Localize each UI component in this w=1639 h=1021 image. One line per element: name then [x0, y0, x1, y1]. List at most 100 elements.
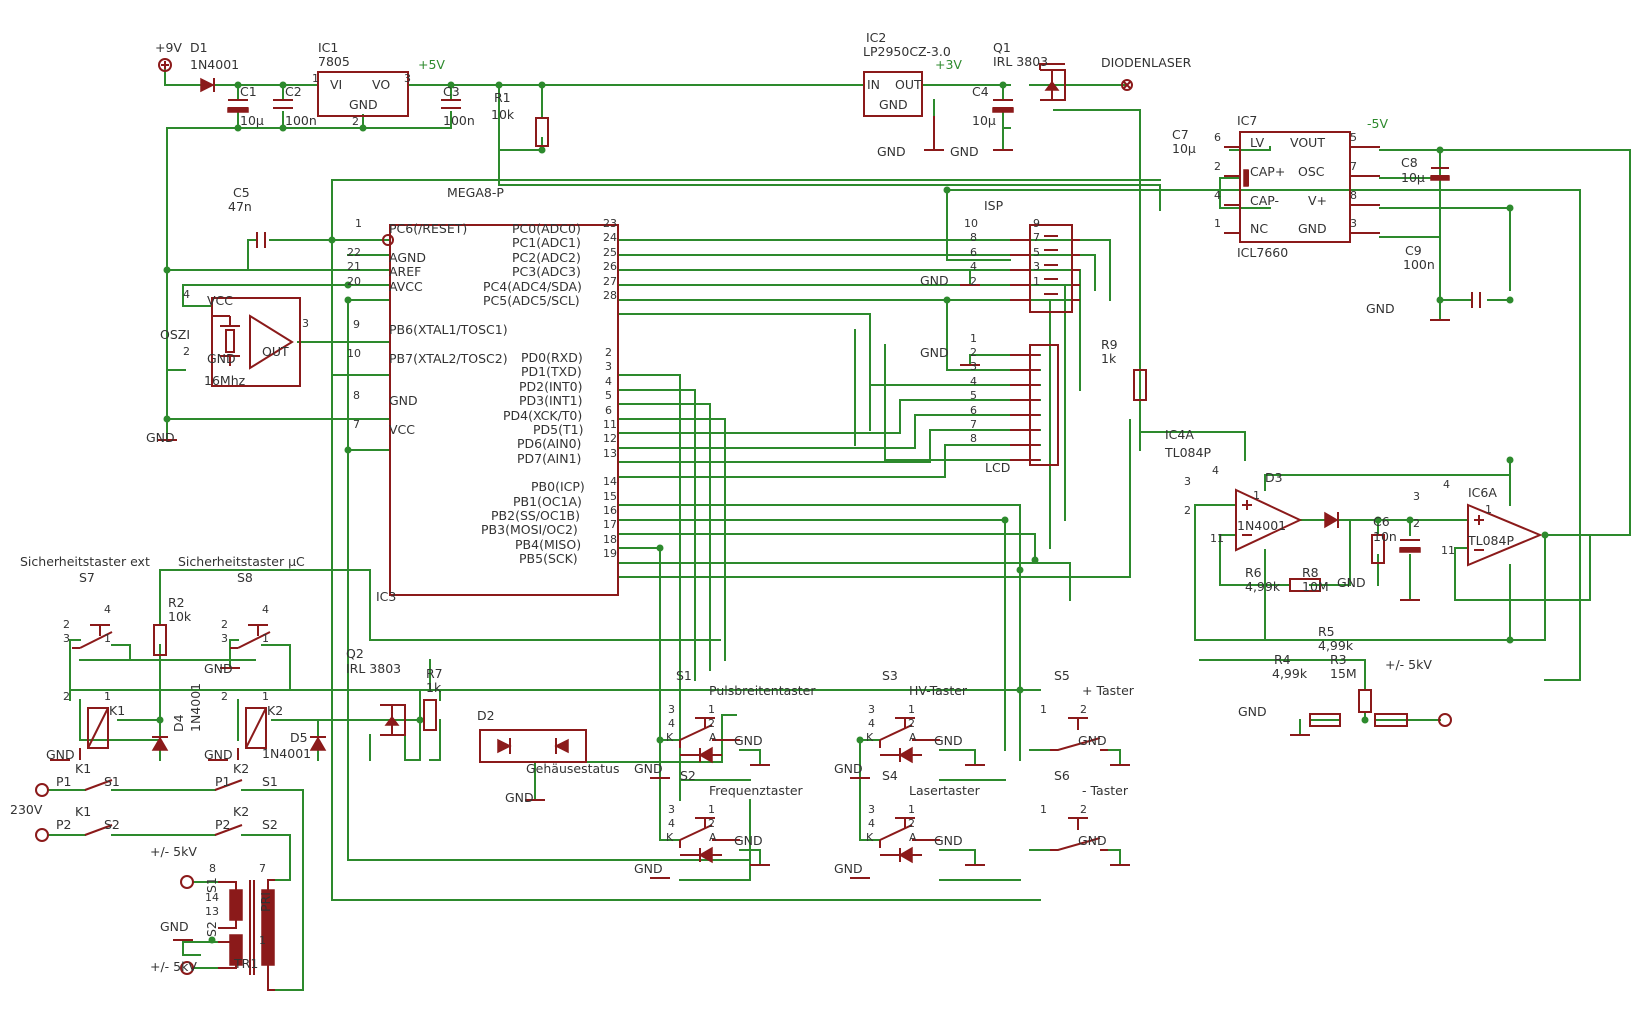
terminal-p1: [35, 783, 49, 797]
label: 4: [183, 288, 190, 301]
label: +/- 5kV: [150, 844, 197, 859]
label: 4: [1212, 464, 1219, 477]
label: MEGA8-P: [447, 185, 504, 200]
label: 4: [668, 717, 675, 730]
label: PB2(SS/OC1B): [491, 508, 580, 523]
label: D1: [190, 40, 208, 55]
label: PD7(AIN1): [517, 451, 581, 466]
label: Gehäusestatus: [526, 761, 620, 776]
label: LCD: [985, 460, 1010, 475]
gnd-k1: [50, 748, 81, 761]
label: GND: [389, 393, 418, 408]
terminal-diodenlaser: [1121, 79, 1133, 91]
junctions: [156, 81, 1549, 944]
resistor-r6: [1289, 578, 1321, 592]
label: GND: [834, 861, 863, 876]
label: S6: [1054, 768, 1070, 783]
label: K1: [109, 703, 125, 718]
label: GND: [505, 790, 534, 805]
label: K: [666, 831, 674, 844]
label: 3: [1184, 475, 1191, 488]
label: PB6(XTAL1/TOSC1): [389, 322, 508, 337]
label: +9V: [155, 40, 182, 55]
relay-k2: [245, 707, 267, 749]
label: GND: [204, 661, 233, 676]
opamp-ic4a: [1235, 488, 1303, 552]
label: 10µ: [240, 113, 264, 128]
label: S2: [262, 817, 278, 832]
label: HV-Taster: [909, 683, 968, 698]
label: PD6(AIN0): [517, 436, 581, 451]
label: S4: [882, 768, 898, 783]
label: 6: [970, 404, 977, 417]
resistor-r8: [1371, 534, 1385, 564]
label: P2: [215, 817, 231, 832]
label: 18: [603, 533, 617, 546]
label: 19: [603, 547, 617, 560]
label: 100n: [285, 113, 317, 128]
label: PB4(MISO): [515, 537, 581, 552]
label: C9: [1405, 243, 1422, 258]
label: S1: [104, 774, 120, 789]
capacitor-c9: [1471, 292, 1481, 308]
label: C6: [1373, 514, 1390, 529]
label: 11: [603, 418, 617, 431]
capacitor-c4: [993, 99, 1013, 109]
switch-s5: [1050, 717, 1108, 751]
label: 3: [970, 360, 977, 373]
label: GND: [920, 273, 949, 288]
resistor-r1: [535, 117, 549, 147]
label: GND: [1078, 833, 1107, 848]
label: OSZI: [160, 327, 190, 342]
label: P2: [56, 817, 72, 832]
capacitor-c2: [273, 99, 293, 109]
label: 23: [603, 217, 617, 230]
label: 6: [1214, 131, 1221, 144]
label: GND: [934, 833, 963, 848]
relay-k1: [87, 707, 109, 749]
label: 1: [312, 72, 319, 85]
label: GND: [879, 97, 908, 112]
label: 1: [708, 803, 715, 816]
label: PC1(ADC1): [512, 235, 581, 250]
label: IC6A: [1468, 485, 1497, 500]
label: GND: [920, 345, 949, 360]
label: 3: [63, 632, 70, 645]
label: 25: [603, 246, 617, 259]
label: 1: [708, 703, 715, 716]
label: 4: [668, 817, 675, 830]
label: D3: [1265, 470, 1283, 485]
label: 10: [347, 347, 361, 360]
label: 27: [603, 275, 617, 288]
label: K2: [233, 804, 249, 819]
label: 9: [1033, 217, 1040, 230]
label: LV: [1250, 135, 1265, 150]
switch-s3: [879, 717, 940, 764]
resistor-r7: [423, 699, 437, 731]
label: 1: [355, 217, 362, 230]
label: P1: [56, 774, 72, 789]
label: 22: [347, 246, 361, 259]
label: AVCC: [389, 279, 423, 294]
opamp-ic6a: [1467, 503, 1543, 567]
label: 2: [908, 817, 915, 830]
label: Q2: [346, 646, 364, 661]
label: 7805: [318, 54, 350, 69]
switch-s2: [679, 817, 740, 864]
label: 1: [104, 632, 111, 645]
label: C3: [443, 84, 460, 99]
label: 2: [908, 717, 915, 730]
label: PC3(ADC3): [512, 264, 581, 279]
label: GND: [1337, 575, 1366, 590]
label: PD1(TXD): [521, 364, 582, 379]
label: Sicherheitstaster µC: [178, 554, 305, 569]
label: GND: [146, 430, 175, 445]
label: K2: [233, 761, 249, 776]
label: R6: [1245, 565, 1262, 580]
label: VCC: [207, 293, 233, 308]
label: 8: [209, 862, 216, 875]
label: 3: [1350, 217, 1357, 230]
switch-s1: [679, 717, 740, 764]
resistor-r4: [1309, 713, 1341, 727]
label: ISP: [984, 198, 1004, 213]
